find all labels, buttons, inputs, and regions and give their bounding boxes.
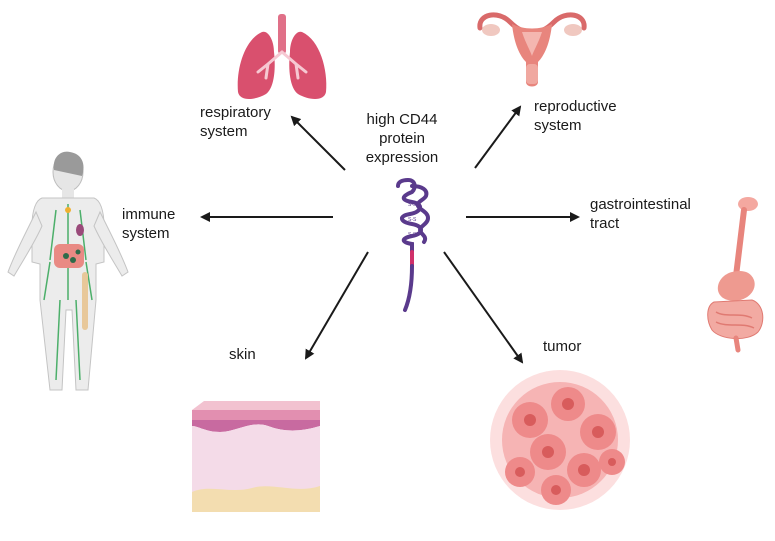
svg-text:S-S: S-S bbox=[408, 217, 417, 223]
immune-label: immune system bbox=[122, 206, 176, 242]
cd44-protein-icon: S-S S-S S-S bbox=[396, 177, 431, 312]
arrow-to-tumor bbox=[443, 251, 524, 364]
uterus-icon bbox=[477, 12, 587, 87]
arrow-to-skin bbox=[304, 251, 369, 360]
tumor-label: tumor bbox=[543, 338, 582, 355]
reproductive-label: reproductive system bbox=[534, 98, 617, 134]
svg-text:S-S: S-S bbox=[408, 202, 417, 208]
digestive-tract-icon bbox=[707, 197, 764, 353]
lungs-icon bbox=[237, 14, 327, 99]
respiratory-label: respiratory system bbox=[200, 104, 271, 140]
skin-label: skin bbox=[229, 346, 256, 363]
gastrointestinal-label: gastrointestinal tract bbox=[590, 196, 691, 232]
arrow-to-reproductive bbox=[474, 105, 522, 169]
tumor-cells-icon bbox=[490, 370, 630, 510]
center-label: high CD44 protein expression bbox=[365, 111, 439, 166]
human-body-lymphatic-icon bbox=[7, 151, 129, 391]
svg-text:S-S: S-S bbox=[408, 232, 417, 238]
arrow-to-respiratory bbox=[290, 115, 346, 171]
skin-layers-icon bbox=[192, 401, 320, 512]
